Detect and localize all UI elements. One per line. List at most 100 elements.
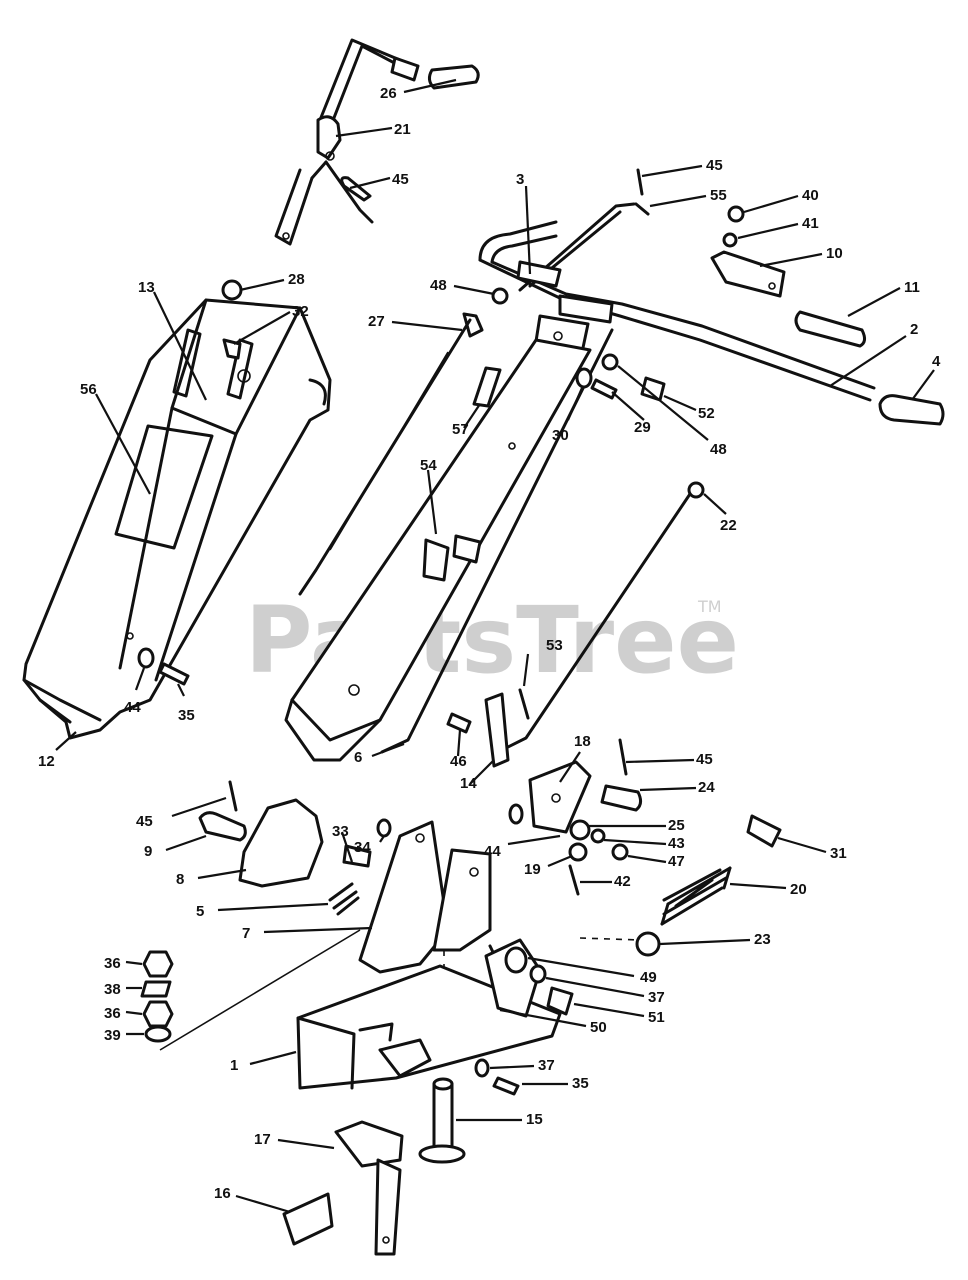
handle-cover-13 — [22, 298, 332, 740]
bolt-31 — [746, 814, 782, 848]
nut-48-left — [491, 287, 509, 305]
link-10 — [710, 250, 786, 298]
callout-45d: 45 — [136, 813, 153, 830]
pin-11 — [794, 310, 867, 348]
plate-7 — [358, 820, 492, 974]
cotter-pin-45-right — [636, 168, 644, 196]
callout-42: 42 — [614, 873, 631, 890]
ball-23 — [635, 931, 661, 957]
bolt-35-left — [158, 662, 190, 686]
handle-bar-2 — [478, 202, 876, 402]
callout-19: 19 — [524, 861, 541, 878]
ball-knob-28 — [221, 279, 243, 301]
callout-24: 24 — [698, 779, 715, 796]
washer-41 — [722, 232, 738, 248]
callout-28: 28 — [288, 271, 305, 288]
callout-23: 23 — [754, 931, 771, 948]
callout-33: 33 — [332, 823, 349, 840]
nut-47 — [611, 843, 629, 861]
bolt-35-lower — [492, 1076, 520, 1096]
callout-52: 52 — [698, 405, 715, 422]
callout-50: 50 — [590, 1019, 607, 1036]
cotter-pin-53 — [518, 688, 530, 720]
bolt-29 — [590, 378, 618, 400]
callout-29: 29 — [634, 419, 651, 436]
cotter-pin-45-lower — [618, 738, 628, 776]
cotter-pin-42 — [568, 864, 580, 896]
shaft-15 — [418, 1077, 466, 1164]
callout-46: 46 — [450, 753, 467, 770]
callout-27: 27 — [368, 313, 385, 330]
callout-11: 11 — [904, 279, 920, 296]
lever-17 — [334, 1120, 404, 1256]
callout-14: 14 — [460, 775, 477, 792]
nut-36-top — [142, 950, 174, 978]
spring-5 — [328, 882, 360, 916]
callout-6: 6 — [354, 749, 362, 766]
callout-16: 16 — [214, 1185, 231, 1202]
callout-17: 17 — [254, 1131, 271, 1148]
callout-13: 13 — [138, 279, 155, 296]
watermark-tm: TM — [697, 597, 722, 616]
callout-2: 2 — [910, 321, 918, 338]
callout-48b: 48 — [710, 441, 727, 458]
callout-12: 12 — [38, 753, 55, 770]
pin-24 — [600, 784, 643, 812]
callout-44b: 44 — [124, 699, 141, 716]
callout-47: 47 — [668, 853, 685, 870]
nut-36-bottom — [142, 1000, 174, 1028]
callout-31: 31 — [830, 845, 847, 862]
callout-21: 21 — [394, 121, 411, 138]
callout-57: 57 — [452, 421, 469, 438]
callout-34: 34 — [354, 839, 371, 856]
callout-20: 20 — [790, 881, 807, 898]
callout-35: 35 — [572, 1075, 589, 1092]
washer-37-upper — [529, 964, 547, 984]
bracket-16 — [282, 1192, 334, 1246]
bolt-51 — [546, 986, 574, 1016]
callouts: 26 21 45 3 45 55 40 41 10 11 2 4 28 13 3… — [38, 78, 941, 1214]
plug-19 — [568, 842, 588, 862]
callout-38: 38 — [104, 981, 121, 998]
bracket-8 — [238, 798, 324, 888]
callout-37: 37 — [648, 989, 665, 1006]
callout-45b: 45 — [706, 157, 723, 174]
cotter-pin-45-top — [340, 176, 372, 202]
callout-45c: 45 — [696, 751, 713, 768]
cotter-pin-45-left — [228, 780, 238, 812]
callout-35b: 35 — [178, 707, 195, 724]
plate-38 — [140, 980, 172, 998]
callout-18: 18 — [574, 733, 591, 750]
callout-43: 43 — [668, 835, 685, 852]
bushing-49 — [504, 946, 528, 974]
callout-9: 9 — [144, 843, 152, 860]
callout-3: 3 — [516, 171, 524, 188]
callout-32: 32 — [292, 303, 309, 320]
pin-55 — [634, 202, 650, 216]
callout-22: 22 — [720, 517, 737, 534]
callout-55: 55 — [710, 187, 727, 204]
bolt-33 — [342, 844, 372, 868]
callout-10: 10 — [826, 245, 843, 262]
callout-49: 49 — [640, 969, 657, 986]
washer-37-lower — [474, 1058, 490, 1078]
callout-41: 41 — [802, 215, 819, 232]
callout-54: 54 — [420, 457, 437, 474]
washers-44-43-25 — [508, 803, 606, 844]
bracket-18 — [528, 760, 592, 834]
callout-39: 39 — [104, 1027, 121, 1044]
washer-39 — [144, 1025, 172, 1043]
callout-45: 45 — [392, 171, 409, 188]
callout-36: 36 — [104, 955, 121, 972]
callout-56: 56 — [80, 381, 97, 398]
callout-53: 53 — [546, 637, 563, 654]
lift-rod-27 — [298, 312, 484, 596]
callout-7: 7 — [242, 925, 250, 942]
callout-36b: 36 — [104, 1005, 121, 1022]
tube-57 — [472, 366, 502, 408]
callout-44: 44 — [484, 843, 501, 860]
callout-25: 25 — [668, 817, 685, 834]
nut-48-right — [601, 353, 619, 371]
callout-26: 26 — [380, 85, 397, 102]
grip-4 — [878, 394, 945, 426]
